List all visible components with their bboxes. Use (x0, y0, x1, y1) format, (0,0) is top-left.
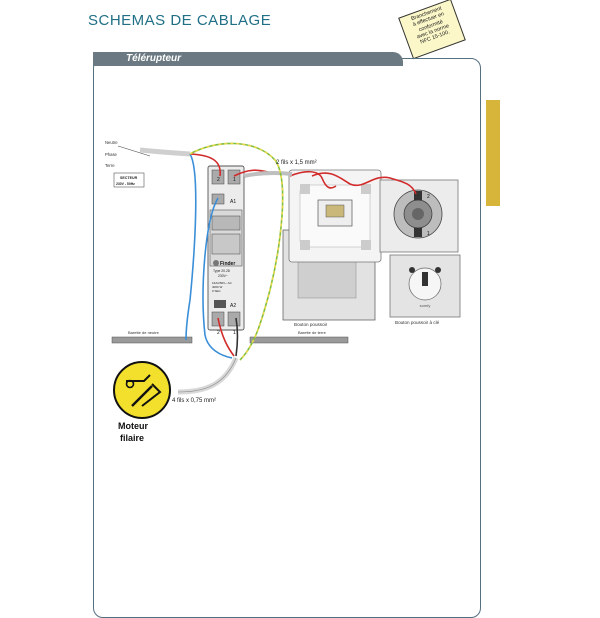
key-terminal-2 (414, 191, 422, 200)
secteur-label: SECTEUR (120, 176, 138, 180)
relay-rating: 16A/250V~ AC (212, 281, 233, 285)
relay-voltage: 230V~ (218, 274, 228, 278)
key-slot (422, 272, 428, 286)
motor-cable-outline (177, 357, 237, 393)
secteur-voltage: 230V - 50Hz (116, 182, 135, 186)
relay-terminal-bottom (227, 311, 241, 327)
neutral-wire-motor (202, 197, 233, 359)
motor-icon-shaft (131, 385, 153, 407)
relay-terminal-label: 1 (233, 177, 236, 183)
relay-terminal-label: 2 (217, 177, 220, 183)
relay-terminal-label: 2 (217, 330, 220, 336)
section-tab (93, 52, 403, 66)
wiring-diagram: Bouton poussoir 2 1 somfy Bouton poussoi… (105, 140, 461, 443)
motor-symbol: Moteur filaire (113, 361, 171, 443)
neutral-bar (111, 336, 193, 344)
side-accent-bar (486, 100, 500, 206)
pushbutton-screw (300, 240, 310, 250)
key-terminal-1 (414, 228, 422, 237)
neutral-strip-label: Barette de neutre (128, 330, 160, 335)
pushbutton-assembly: Bouton poussoir (282, 169, 382, 327)
motor-icon-pivot (125, 379, 135, 389)
supply-terre-label: Terre (105, 163, 115, 168)
key-indicator-left (409, 267, 415, 273)
key-indicator-right (435, 267, 441, 273)
motor-phase-wire (217, 317, 235, 357)
supply-phase-label: Phase (105, 152, 118, 157)
relay-rating: 0 SEC (212, 289, 222, 293)
earth-bar (249, 336, 349, 344)
page-title: SCHEMAS DE CABLAGE (88, 12, 272, 29)
pushbutton-screw (300, 184, 310, 194)
relay-toggle (211, 215, 241, 231)
neutral-terminal-strip: Barette de neutre (111, 330, 193, 344)
pushbutton-contact (325, 204, 345, 218)
pushbutton-rocker (297, 259, 357, 299)
control-cable-sheath (243, 170, 293, 178)
supply-neutre-label: Neutre (105, 140, 118, 145)
supply-cable-sheath (139, 147, 191, 157)
motor-icon-blade (141, 383, 162, 407)
key-terminal-label: 2 (427, 194, 430, 200)
pushbutton-label: Bouton poussoir (294, 322, 328, 327)
relay-a1-label: A1 (230, 199, 236, 205)
earth-strip-label: Barette de terre (298, 330, 327, 335)
secteur-box (113, 172, 145, 188)
motor-disc (113, 361, 171, 419)
neutral-wire (185, 153, 197, 341)
leader-line (117, 145, 151, 157)
relay-terminal-label: 1 (233, 330, 236, 336)
relay-terminal-a2 (214, 300, 226, 308)
motor-return-wire (235, 317, 239, 357)
key-switch-label: Bouton poussoir à clé (395, 320, 440, 325)
relay-type: Type 20.28 (213, 269, 230, 273)
relay-mechanism (211, 233, 241, 255)
section-title: Télérupteur (126, 53, 182, 64)
phase-wire-in (189, 153, 221, 177)
pushbutton-screw (361, 184, 371, 194)
key-terminal-label: 1 (427, 231, 430, 237)
motor-label: Moteur (118, 421, 148, 431)
control-cable-label: 2 fils x 1,5 mm² (276, 160, 317, 166)
earth-wire-stripe (189, 142, 284, 361)
motor-cable-label: 4 fils x 0,75 mm² (172, 398, 216, 404)
key-switch-phase-wire (311, 172, 417, 195)
relay-terminal-top (227, 169, 241, 185)
key-switch-core (412, 208, 424, 220)
pushbutton-screw (361, 240, 371, 250)
motor-label-2: filaire (120, 433, 144, 443)
pushbutton-phase-wire (289, 170, 337, 189)
relay-rating: 4000 W (212, 285, 223, 289)
motor-cable-sheath (177, 356, 239, 395)
key-switch-assembly: 2 1 somfy Bouton poussoir à clé (379, 179, 461, 325)
relay-brand: Finder (220, 261, 235, 267)
earth-terminal-strip: Barette de terre (249, 330, 349, 344)
relay-module: 2 1 A1 Finder Type 20.28 230V~ 16A/250V~… (207, 165, 245, 336)
finder-logo-icon (213, 260, 219, 266)
relay-a2-label: A2 (230, 303, 236, 309)
key-brand-logo: somfy (420, 303, 431, 308)
